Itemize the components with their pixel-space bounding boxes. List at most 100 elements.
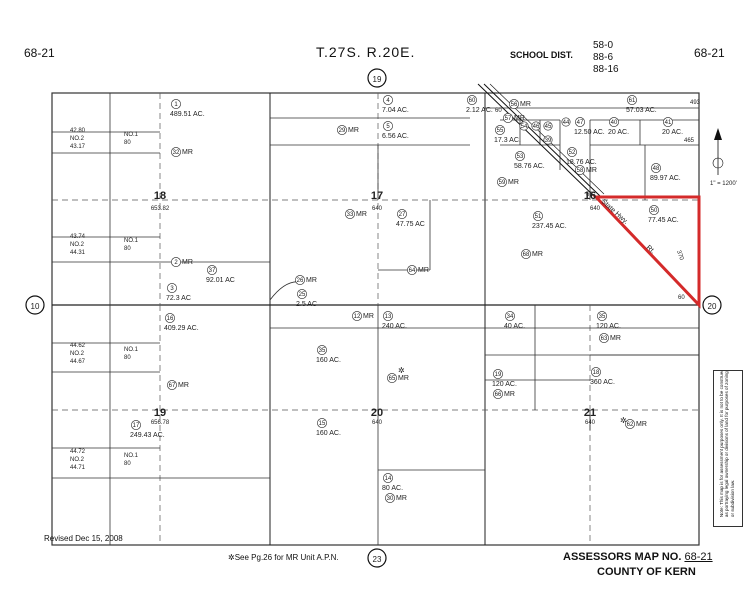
lot-number: NO.1: [124, 238, 139, 244]
parcel-area: 409.29 AC.: [164, 325, 199, 332]
parcel-number: 29: [339, 128, 346, 134]
parcel-area: 6.56 AC.: [382, 133, 409, 140]
parcel-marker: [497, 177, 507, 187]
parcel-marker: [591, 367, 601, 377]
parcel-marker: [383, 473, 393, 483]
parcel-number: 48: [653, 166, 660, 172]
lot-note: NO.2: [70, 351, 85, 357]
parcel-number: 32: [173, 150, 180, 156]
parcel-number: 51: [535, 214, 542, 220]
parcel-number: 60: [469, 98, 476, 104]
parcel-number: 30: [387, 496, 394, 502]
lot-number: 80: [124, 355, 131, 361]
lot-number: NO.1: [124, 132, 139, 138]
parcel-marker: [561, 117, 571, 127]
parcel-marker: [167, 283, 177, 293]
parcel-area: 120 AC.: [492, 381, 517, 388]
parcel-number: 66: [495, 392, 502, 398]
parcel-number: 26: [297, 278, 304, 284]
parcel-marker: [651, 163, 661, 173]
parcel-lines: [52, 93, 699, 545]
parcel-area: MR: [348, 127, 359, 134]
parcel-marker: [649, 205, 659, 215]
parcel-marker: [609, 117, 619, 127]
parcel-number: 58: [577, 168, 584, 174]
parcel-area: 160 AC.: [316, 357, 341, 364]
parcel-area: 2.12 AC.: [466, 107, 493, 114]
parcel-area: 58.76 AC.: [514, 163, 545, 170]
section-area: 640: [372, 206, 383, 212]
parcel-area: MR: [586, 167, 597, 174]
parcel-number: 53: [517, 154, 524, 160]
parcel-number: 4: [386, 98, 390, 104]
disclaimer-text: Note: This map is for assessment purpose…: [718, 370, 735, 518]
lot-note: 44.72: [70, 449, 86, 455]
lot-note: 44.62: [70, 343, 86, 349]
school-dist-values: 58-0 88-6 88-16: [593, 40, 619, 76]
parcel-number: 40: [611, 120, 618, 126]
parcel-area: 120 AC.: [596, 323, 621, 330]
parcel-marker: [575, 165, 585, 175]
parcel-number: 64: [409, 268, 416, 274]
lot-notes: 42.80NO.243.17NO.18043.74NO.244.31NO.180…: [70, 128, 139, 471]
township-range: T.27S. R.20E.: [316, 44, 416, 60]
parcel-marker: [567, 147, 577, 157]
lot-number: 80: [124, 246, 131, 252]
parcel-area: 47.75 AC: [396, 221, 425, 228]
parcel-marker: [297, 289, 307, 299]
parcel-marker: [387, 373, 397, 383]
parcel-number: 55: [497, 128, 504, 134]
parcel-number: 68: [523, 252, 530, 258]
parcel-marker: [533, 211, 543, 221]
parcel-area: MR: [636, 421, 647, 428]
marker-bottom: 23: [373, 555, 382, 564]
parcel-marker: [317, 418, 327, 428]
parcel-area: MR: [504, 391, 515, 398]
parcel-marker: [167, 380, 177, 390]
parcel-number: 41: [665, 120, 672, 126]
school-dist-value: 88-16: [593, 64, 619, 75]
assessor-number: 68-21: [684, 551, 713, 563]
section-number: 19: [154, 407, 166, 419]
parcel-number: 54: [521, 124, 528, 130]
parcel-area: 240 AC.: [382, 323, 407, 330]
parcel-number: 34: [507, 314, 514, 320]
north-arrow-icon: [712, 128, 724, 175]
parcel-number: 35: [319, 348, 326, 354]
parcel-area: MR: [182, 259, 193, 266]
parcel-marker: [407, 265, 417, 275]
marker-top: 19: [373, 75, 382, 84]
parcel-marker: [521, 249, 531, 259]
lot-note: 44.31: [70, 250, 86, 256]
section-number: 21: [584, 407, 596, 419]
lot-note: 43.17: [70, 144, 86, 150]
parcel-area: MR: [418, 267, 429, 274]
parcel-area: MR: [182, 149, 193, 156]
parcel-number: 52: [569, 150, 576, 156]
parcel-number: 27: [399, 212, 406, 218]
school-dist-value: 88-6: [593, 52, 614, 63]
school-dist-label: SCHOOL DIST.: [510, 50, 573, 60]
parcel-marker: [383, 121, 393, 131]
lot-note: NO.2: [70, 242, 85, 248]
assessor-map-number: ASSESSORS MAP NO. 68-21: [563, 551, 713, 563]
edge-number: 493: [690, 100, 701, 106]
parcel-marker: [317, 345, 327, 355]
star-icon: ✲: [398, 366, 405, 375]
marker-right: 20: [708, 302, 717, 311]
section-area: 656.78: [151, 420, 170, 426]
parcel-area: 72.3 AC: [166, 295, 191, 302]
highlighted-parcel: [592, 195, 701, 309]
lot-note: 44.71: [70, 465, 86, 471]
parcel-area: 57.03 AC.: [626, 107, 657, 114]
school-dist-value: 58-0: [593, 40, 614, 51]
parcel-number: 46: [533, 124, 540, 130]
parcel-marker: [575, 117, 585, 127]
parcel-marker: [495, 125, 505, 135]
section-labels: 18 653.82 17 640 16 640 19 656.78 20 640…: [151, 190, 601, 426]
lot-number: 80: [124, 461, 131, 467]
parcel-marker: [505, 311, 515, 321]
parcel-number: 19: [495, 372, 502, 378]
parcel-area: MR: [514, 115, 525, 122]
